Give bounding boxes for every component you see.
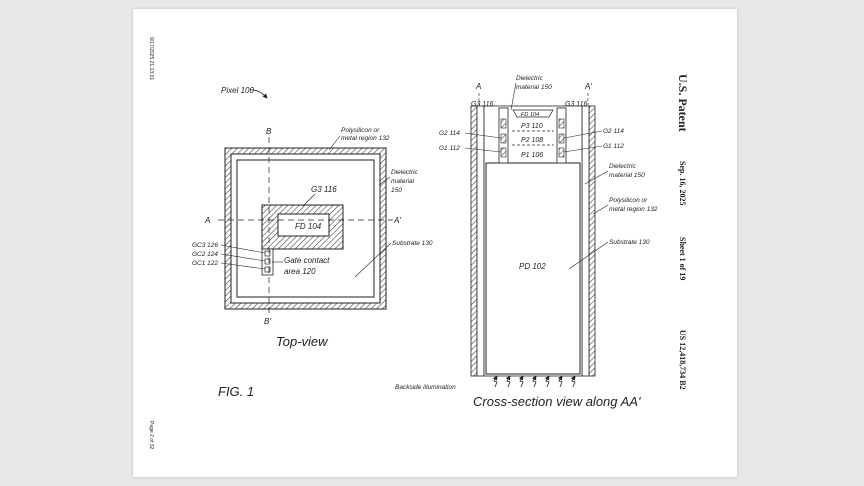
cs-p1-label: P1 106 <box>521 152 543 159</box>
cs-g1-left-label: G1 112 <box>439 145 460 152</box>
fd-label: FD 104 <box>295 222 322 231</box>
top-polysilicon-leader <box>328 135 341 151</box>
patent-date: Sep. 16, 2025 <box>678 161 687 205</box>
section-a-prime-label: A' <box>393 216 401 225</box>
top-view-diagram <box>218 137 393 314</box>
cs-g2-left <box>500 133 507 144</box>
cs-section-a-prime-label: A' <box>584 82 592 91</box>
top-dielectric-label-2: material <box>391 178 415 185</box>
cs-dielectric-right-label-1: Dielectric <box>609 163 636 170</box>
gc2-contact <box>264 258 271 265</box>
cs-pd-region <box>485 162 581 375</box>
top-polysilicon-label-2: metal region 132 <box>341 135 390 142</box>
cs-substrate-label: Substrate 130 <box>609 239 650 246</box>
backside-illumination-arrows <box>492 375 576 388</box>
cs-polysilicon-leader <box>592 204 609 215</box>
cs-section-a-label: A <box>475 82 481 91</box>
cs-poly-left <box>470 105 478 377</box>
page-number-stamp: Page 2 of 32 <box>148 421 154 450</box>
cs-g2-left-label: G2 114 <box>439 130 460 137</box>
gc1-label: GC1 122 <box>192 260 218 267</box>
gc3-label: GC3 126 <box>192 242 218 249</box>
cs-p3-label: P3 110 <box>521 123 543 130</box>
cs-dielectric-top-label-2: material 150 <box>516 84 552 91</box>
cs-dielectric-right-label-2: material 150 <box>609 172 645 179</box>
cs-dielectric-top-label-1: Dielectric <box>516 75 543 82</box>
top-substrate-label: Substrate 130 <box>392 240 433 247</box>
cs-g3-left-label: G3 116 <box>471 101 494 108</box>
patent-sheet: 9/17/2025 21:13:01 Page 2 of 32 U.S. Pat… <box>133 9 737 477</box>
cs-g1-left <box>500 147 507 158</box>
cs-g3-left <box>500 118 507 129</box>
top-dielectric-label-1: Dielectric <box>391 169 418 176</box>
cs-polysilicon-label-2: metal region 132 <box>609 206 658 213</box>
cs-dielectric-right <box>581 105 590 377</box>
cs-dielectric-right-leader <box>584 170 609 185</box>
fd-region <box>277 213 330 237</box>
top-view-caption: Top-view <box>276 334 329 349</box>
cs-p2-label: P2 108 <box>521 137 543 144</box>
us-patent-heading: U.S. Patent <box>676 74 690 132</box>
cs-fd-label: FD 104 <box>521 112 539 118</box>
cross-section-caption: Cross-section view along AA' <box>473 394 641 409</box>
cs-g1-right <box>558 147 565 158</box>
cs-g1-left-leader <box>464 147 502 153</box>
figure-drawing: 9/17/2025 21:13:01 Page 2 of 32 U.S. Pat… <box>148 37 690 450</box>
top-dielectric-label-3: 150 <box>391 187 402 194</box>
gate-contact-label-2: area 120 <box>284 267 316 276</box>
print-date-stamp: 9/17/2025 21:13:01 <box>148 37 154 80</box>
cs-g2-right <box>558 133 565 144</box>
top-substrate-leader <box>354 242 392 278</box>
gc3-contact <box>264 250 271 257</box>
gc1-leader <box>220 262 266 270</box>
gc3-leader <box>220 244 266 254</box>
cs-g2-right-label: G2 114 <box>603 128 624 135</box>
g3-label: G3 116 <box>311 185 337 194</box>
top-polysilicon-label-1: Polysilicon or <box>341 127 380 134</box>
section-b-label: B <box>266 127 272 136</box>
cs-g1-right-label: G1 112 <box>603 143 624 150</box>
cs-poly-right <box>588 105 596 377</box>
gate-contact-label-1: Gate contact <box>284 256 330 265</box>
cs-g1-right-leader <box>563 145 603 153</box>
section-a-label: A <box>204 216 210 225</box>
g3-leader <box>302 193 316 207</box>
gc1-contact <box>264 266 271 273</box>
backside-label: Backside illumination <box>395 384 456 391</box>
cs-dielectric-top-leader <box>510 82 517 111</box>
gc2-leader <box>220 253 266 262</box>
section-b-prime-label: B' <box>264 317 271 326</box>
cs-g3-right <box>558 118 565 129</box>
cs-polysilicon-label-1: Polysilicon or <box>609 197 648 204</box>
cs-substrate-leader <box>568 241 609 270</box>
cross-section-diagram <box>470 105 596 377</box>
fig-label: FIG. 1 <box>218 384 254 399</box>
cs-g3-right-label: G3 116 <box>565 101 588 108</box>
cs-fd-region <box>512 109 554 118</box>
pixel-label: Pixel 100 <box>221 86 254 95</box>
patent-number: US 12,418,734 B2 <box>678 330 687 390</box>
cs-dielectric-left <box>476 105 485 377</box>
pixel-arrow <box>249 89 268 99</box>
cs-pd-label: PD 102 <box>519 262 546 271</box>
cs-g2-left-leader <box>464 132 502 139</box>
gc2-label: GC2 124 <box>192 251 218 258</box>
cs-g2-right-leader <box>563 130 603 139</box>
sheet-number: Sheet 1 of 19 <box>678 237 687 280</box>
top-dielectric-leader <box>378 176 391 186</box>
